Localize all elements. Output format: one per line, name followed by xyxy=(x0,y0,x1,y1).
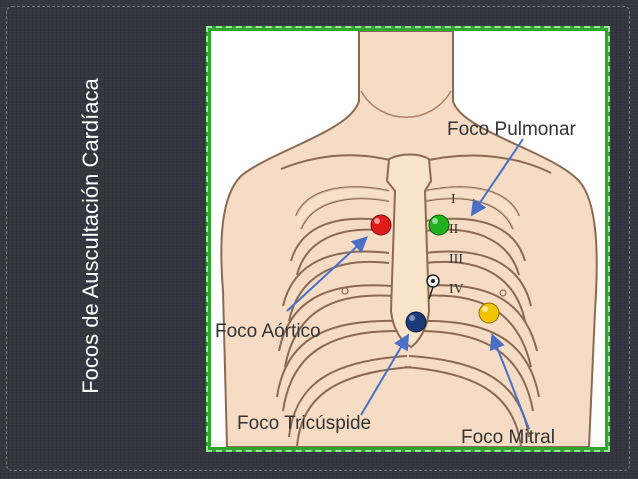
slide-stitch-border xyxy=(6,6,630,471)
intercostal-label-1: I xyxy=(451,192,456,207)
label-foco-tricuspide: Foco Tricúspide xyxy=(237,413,371,434)
arrow-tricuspide xyxy=(360,333,410,416)
collarbone-left xyxy=(280,154,402,170)
slide-title: Focos de Auscultación Cardíaca xyxy=(78,46,104,426)
intercostal-label-3: III xyxy=(449,252,463,267)
arrow-mitral xyxy=(489,333,530,430)
intercostal-label-4: IV xyxy=(449,282,464,297)
sternum xyxy=(385,153,433,349)
foco-mitral-dot xyxy=(478,302,500,324)
intercostal-label-2: II xyxy=(449,222,459,237)
dot-highlight-aortico xyxy=(374,218,380,224)
foco-aortico-dot xyxy=(370,214,392,236)
neck-shading xyxy=(360,90,452,118)
figure-frame: I II III IV xyxy=(206,26,610,452)
dot-highlight-pulmonar xyxy=(432,218,438,224)
arrow-pulmonar xyxy=(470,138,524,217)
chest-illustration: I II III IV xyxy=(211,31,605,447)
label-foco-aortico: Foco Aórtico xyxy=(215,321,321,342)
rib-fill xyxy=(296,187,519,229)
xiphoid-marker-center xyxy=(431,279,435,283)
nipple-left xyxy=(341,287,349,295)
slide-title-text: Focos de Auscultación Cardíaca xyxy=(78,78,103,394)
dot-highlight-tricuspide xyxy=(409,315,415,321)
foco-tricuspide-dot xyxy=(405,311,427,333)
foco-pulmonar-dot xyxy=(428,214,450,236)
xiphoid-arrow xyxy=(428,286,434,300)
arrow-aortico xyxy=(286,236,368,312)
label-foco-mitral: Foco Mitral xyxy=(461,427,555,447)
collarbone-right xyxy=(416,154,552,174)
label-foco-pulmonar: Foco Pulmonar xyxy=(447,119,577,140)
dot-highlight-mitral xyxy=(482,306,488,312)
nipple-right xyxy=(499,289,507,297)
